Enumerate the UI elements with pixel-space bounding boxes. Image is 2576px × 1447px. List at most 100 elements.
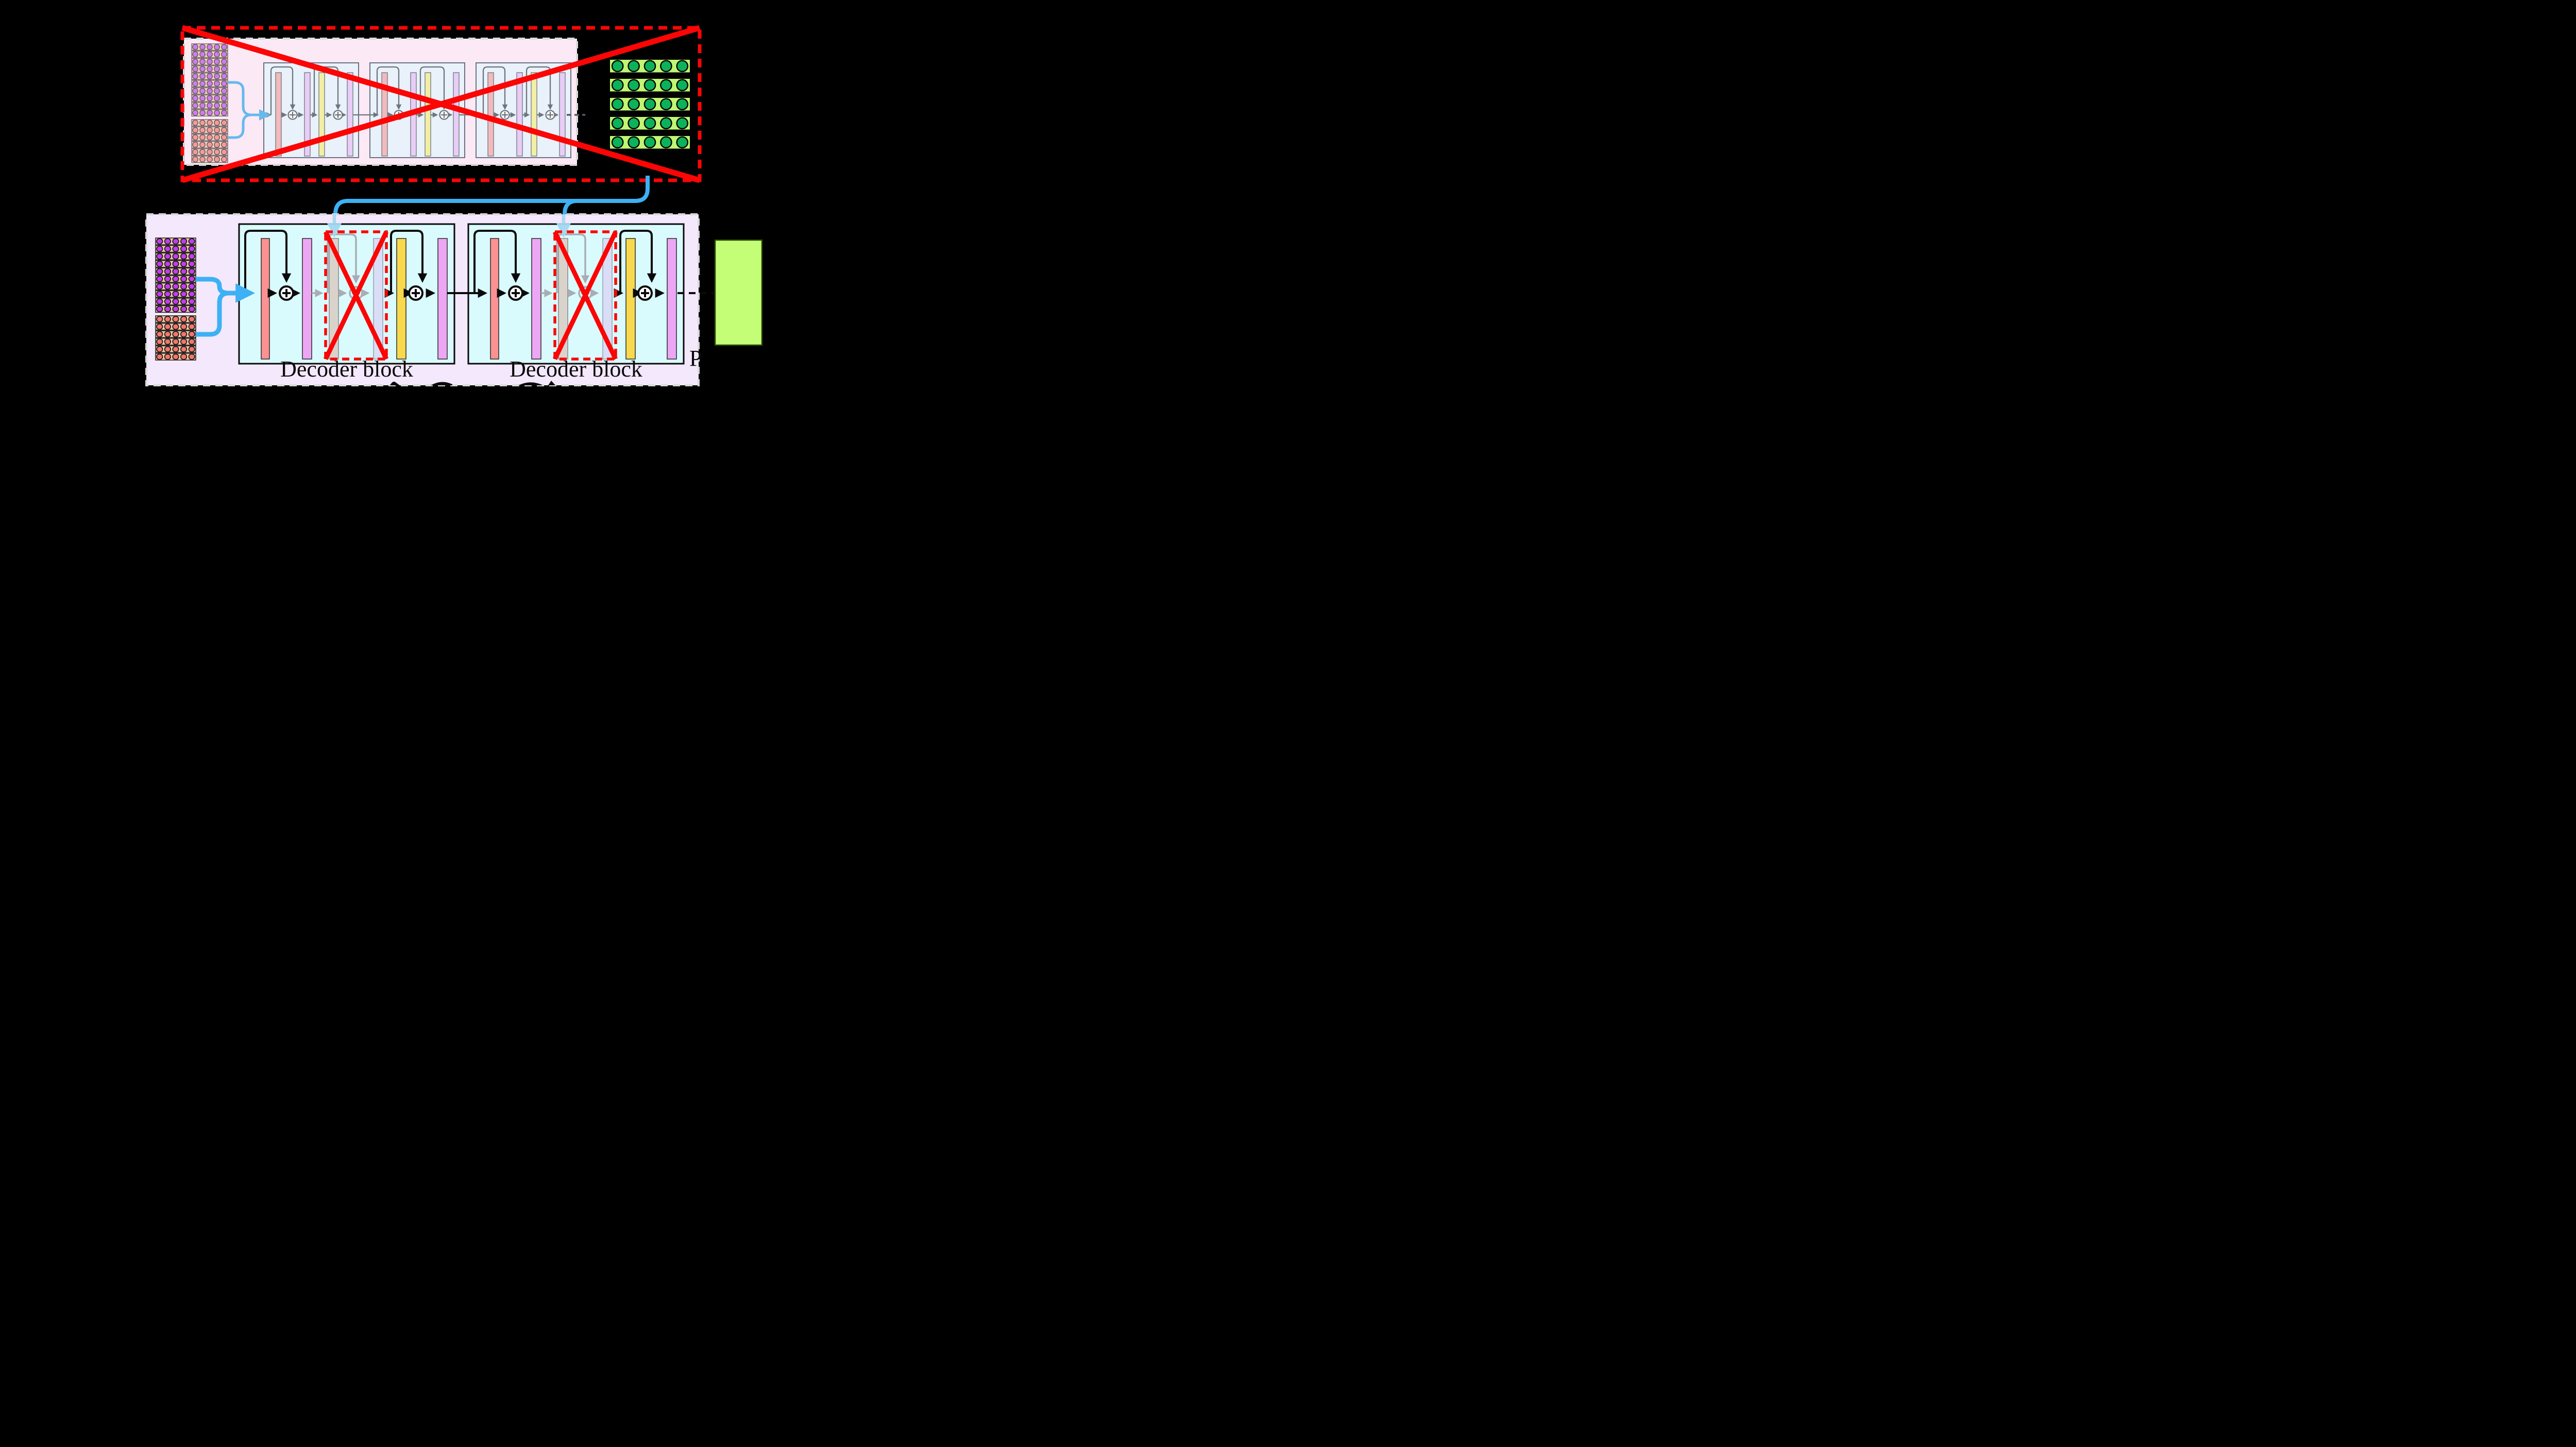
token-circle (214, 156, 220, 163)
token-circle (214, 88, 220, 94)
token-circle (199, 110, 206, 116)
token-circle (188, 346, 195, 353)
token-circle (164, 353, 172, 360)
token-circle (172, 283, 179, 290)
decoder-input-grid-purple (155, 237, 196, 313)
token-circle (180, 238, 188, 245)
token-circle (188, 331, 195, 338)
token-circle (676, 117, 689, 130)
token-circle (221, 102, 227, 109)
token-circle (199, 127, 206, 133)
token-circle (207, 80, 213, 87)
token-circle (192, 141, 198, 148)
token-circle (221, 44, 227, 50)
token-circle (207, 110, 213, 116)
token-circle (221, 141, 227, 148)
token-circle (172, 298, 179, 305)
token-circle (676, 79, 689, 92)
token-circle (192, 51, 198, 58)
token-circle (156, 238, 163, 245)
removed-encoder-frame (180, 26, 702, 182)
token-circle (192, 149, 198, 156)
token-circle (164, 238, 172, 245)
token-circle (188, 276, 195, 282)
token-circle (221, 156, 227, 163)
token-circle (199, 88, 206, 94)
token-circle (188, 245, 195, 252)
token-circle (180, 298, 188, 305)
token-circle (164, 283, 172, 290)
token-circle (164, 331, 172, 338)
token-circle (172, 338, 179, 345)
token-circle (156, 298, 163, 305)
token-circle (221, 120, 227, 126)
token-circle (221, 134, 227, 141)
token-circle (207, 95, 213, 101)
token-circle (214, 149, 220, 156)
token-circle (156, 323, 163, 330)
token-circle (199, 141, 206, 148)
token-circle (192, 44, 198, 50)
token-circle (207, 127, 213, 133)
token-circle (611, 60, 624, 73)
token-circle (180, 316, 188, 322)
token-circle (628, 79, 640, 92)
token-circle (164, 276, 172, 282)
token-circle (643, 79, 656, 92)
token-circle (164, 298, 172, 305)
token-circle (192, 65, 198, 72)
token-circle (188, 338, 195, 345)
token-circle (188, 268, 195, 275)
token-circle (180, 346, 188, 353)
token-circle (180, 283, 188, 290)
encoder-output-grid-green (609, 59, 691, 150)
token-circle (660, 136, 672, 149)
token-circle (192, 110, 198, 116)
token-circle (164, 291, 172, 298)
token-circle (207, 51, 213, 58)
token-circle (199, 58, 206, 65)
token-circle (180, 323, 188, 330)
token-circle (643, 136, 656, 149)
token-circle (156, 291, 163, 298)
token-circle (221, 65, 227, 72)
encoder-section (180, 25, 702, 183)
token-circle (164, 260, 172, 267)
token-circle (199, 149, 206, 156)
token-circle (192, 73, 198, 80)
token-circle (172, 268, 179, 275)
token-circle (172, 353, 179, 360)
token-circle (199, 134, 206, 141)
token-circle (192, 95, 198, 101)
clipped-caption-letter: P (689, 346, 702, 371)
encoder-to-decoder-skip-path (333, 176, 650, 215)
token-circle (207, 134, 213, 141)
token-circle (221, 110, 227, 116)
token-circle (207, 102, 213, 109)
token-circle (221, 95, 227, 101)
token-circle (180, 331, 188, 338)
token-circle (221, 127, 227, 133)
prediction-output-box (714, 239, 763, 346)
decoder-block-2-label: Decoder block (510, 356, 642, 382)
token-circle (214, 102, 220, 109)
token-circle (164, 305, 172, 313)
decoder-block-1-label: Decoder block (280, 356, 413, 382)
token-circle (156, 353, 163, 360)
token-circle (172, 276, 179, 282)
token-circle (180, 305, 188, 313)
token-circle (188, 238, 195, 245)
token-circle (660, 98, 672, 111)
token-circle (164, 268, 172, 275)
token-circle (207, 120, 213, 126)
token-circle (628, 136, 640, 149)
token-circle (156, 260, 163, 267)
token-circle (188, 283, 195, 290)
token-circle (156, 253, 163, 260)
decoder-input-grid-salmon (155, 315, 196, 361)
token-circle (192, 102, 198, 109)
token-circle (192, 156, 198, 163)
token-circle (192, 88, 198, 94)
token-circle (199, 156, 206, 163)
decoder-input-merge-arrow (196, 277, 255, 337)
